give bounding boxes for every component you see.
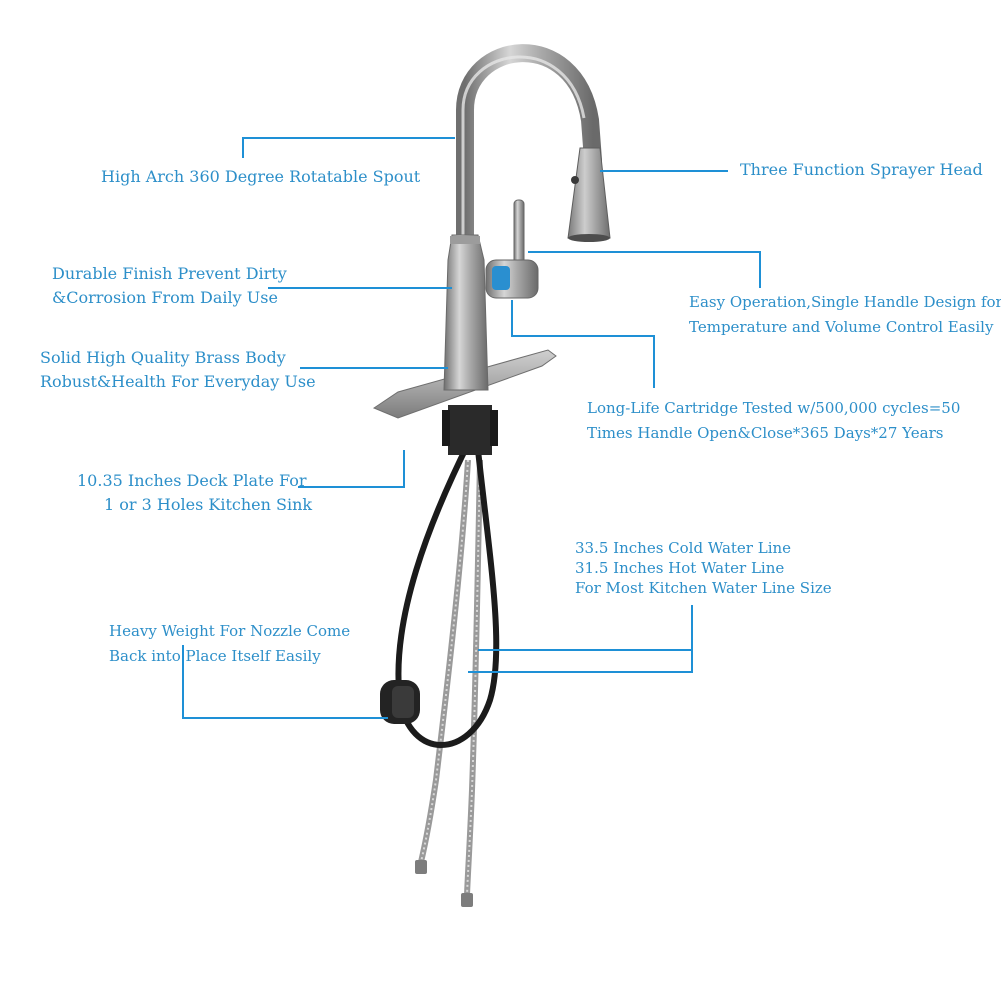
callout-cartridge-line-2: Times Handle Open&Close*365 Days*27 Year… <box>587 424 944 442</box>
callout-deck: 10.35 Inches Deck Plate For 1 or 3 Holes… <box>77 469 312 517</box>
leader-lines <box>182 137 761 719</box>
sprayer-head <box>567 147 611 239</box>
callout-handle-line-2: Temperature and Volume Control Easily <box>689 318 994 336</box>
sprayer-button <box>571 176 579 184</box>
callout-cartridge-line-1: Long-Life Cartridge Tested w/500,000 cyc… <box>587 399 961 417</box>
hot-line-fitting <box>461 893 473 907</box>
leader-handle <box>528 251 761 288</box>
callout-cartridge: Long-Life Cartridge Tested w/500,000 cyc… <box>587 396 960 446</box>
temperature-indicator <box>492 266 510 290</box>
callout-handle-line-1: Easy Operation,Single Handle Design for <box>689 293 1001 311</box>
callout-spout: High Arch 360 Degree Rotatable Spout <box>101 165 420 189</box>
callout-finish-line-1: Durable Finish Prevent Dirty <box>52 264 287 283</box>
faucet-body <box>443 234 489 391</box>
callout-deck-line-1: 10.35 Inches Deck Plate For <box>77 471 307 490</box>
leader-cartridge <box>511 300 655 388</box>
callout-brass-line-1: Solid High Quality Brass Body <box>40 348 286 367</box>
callout-finish-line-2: &Corrosion From Daily Use <box>52 288 278 307</box>
leader-waterline <box>468 605 693 673</box>
callout-weight-line-2: Back into Place Itself Easily <box>109 647 321 665</box>
callout-finish: Durable Finish Prevent Dirty &Corrosion … <box>52 262 287 310</box>
leader-weight <box>182 645 388 719</box>
callout-brass-line-2: Robust&Health For Everyday Use <box>40 372 316 391</box>
callout-waterline: 33.5 Inches Cold Water Line 31.5 Inches … <box>575 538 832 598</box>
hose-weight <box>380 680 420 724</box>
callout-waterline-line-3: For Most Kitchen Water Line Size <box>575 579 832 597</box>
callout-sprayer-line-1: Three Function Sprayer Head <box>740 160 983 179</box>
callout-weight-line-1: Heavy Weight For Nozzle Come <box>109 622 351 640</box>
callout-waterline-line-1: 33.5 Inches Cold Water Line <box>575 539 792 557</box>
callout-spout-line-1: High Arch 360 Degree Rotatable Spout <box>101 167 421 186</box>
callout-brass: Solid High Quality Brass Body Robust&Hea… <box>40 346 316 394</box>
cold-water-line <box>418 459 471 863</box>
callout-handle: Easy Operation,Single Handle Design for … <box>689 290 1001 340</box>
callout-sprayer: Three Function Sprayer Head <box>740 158 983 182</box>
callout-weight: Heavy Weight For Nozzle Come Back into P… <box>109 619 350 669</box>
water-lines <box>415 459 483 907</box>
callout-waterline-line-2: 31.5 Inches Hot Water Line <box>575 559 785 577</box>
cold-line-fitting <box>415 860 427 874</box>
single-handle <box>485 199 539 299</box>
mounting-shank <box>442 405 498 455</box>
leader-deck <box>298 450 405 488</box>
callout-deck-line-2: 1 or 3 Holes Kitchen Sink <box>104 495 313 514</box>
spout <box>456 44 602 249</box>
pull-down-hose <box>395 437 500 748</box>
leader-spout <box>242 137 455 158</box>
